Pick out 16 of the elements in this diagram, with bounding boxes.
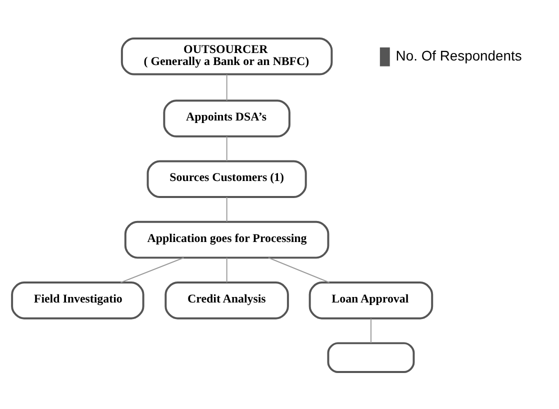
connector <box>268 257 330 284</box>
node-box: Loan Approval <box>308 282 434 320</box>
connector <box>226 136 228 162</box>
connector <box>226 196 228 222</box>
connector <box>120 257 184 284</box>
legend-label: No. Of Respondents <box>396 48 522 64</box>
node-box: Credit Analysis <box>164 282 289 320</box>
connector <box>226 74 228 102</box>
node-box: Application goes for Processing <box>124 220 330 259</box>
node-box: OUTSOURCER ( Generally a Bank or an NBFC) <box>120 37 333 76</box>
node-box: Field Investigatio <box>11 282 144 320</box>
connector <box>370 318 372 344</box>
connector <box>226 257 228 283</box>
node-box: Appoints DSA’s <box>163 100 290 138</box>
node-box <box>327 342 415 374</box>
node-box: Sources Customers (1) <box>146 160 307 198</box>
